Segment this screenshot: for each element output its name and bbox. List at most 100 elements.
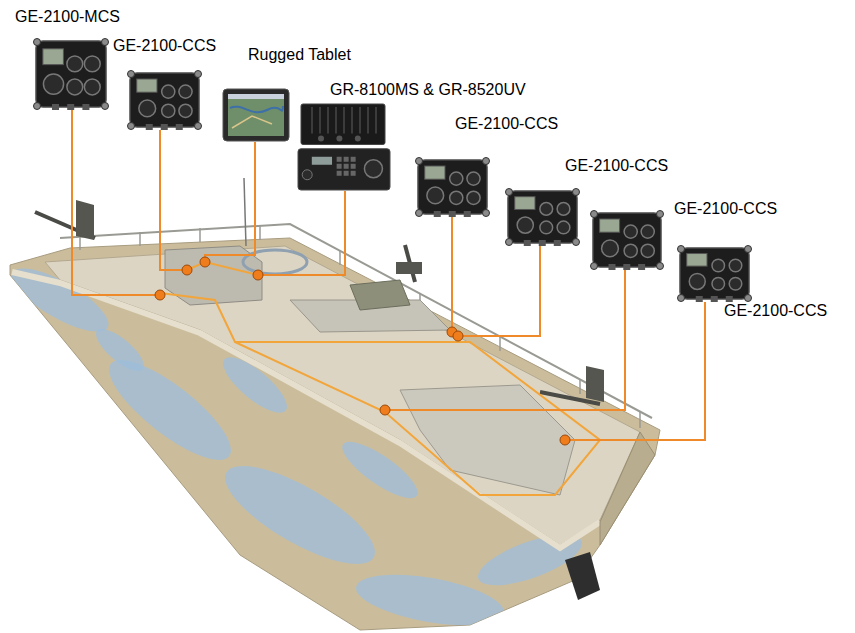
device-connector bbox=[623, 264, 630, 270]
rail-post bbox=[639, 412, 641, 428]
device-knob bbox=[540, 221, 553, 234]
device-knob bbox=[540, 203, 553, 216]
device-knob bbox=[467, 191, 480, 204]
device-bolt bbox=[657, 263, 664, 270]
leader-line bbox=[458, 246, 540, 336]
leader-line bbox=[160, 130, 187, 270]
device-bolt bbox=[573, 239, 580, 246]
intercom-unit bbox=[127, 70, 202, 130]
device-screen bbox=[137, 79, 157, 92]
device-node: GR-8100MS & GR-8520UV bbox=[298, 80, 526, 191]
device-node: GE-2100-MCS bbox=[15, 7, 120, 110]
device-knob bbox=[162, 85, 175, 98]
deck bbox=[45, 246, 640, 545]
device-node: GE-2100-CCS bbox=[113, 36, 216, 130]
tablet-map bbox=[230, 106, 283, 112]
radio-key bbox=[337, 171, 342, 176]
device-knob bbox=[84, 56, 100, 72]
device-label: GE-2100-MCS bbox=[15, 7, 120, 26]
device-connector bbox=[464, 211, 471, 217]
device-label: GE-2100-CCS bbox=[113, 36, 216, 55]
mount-point bbox=[560, 435, 570, 445]
rail-post bbox=[339, 251, 341, 265]
device-knob bbox=[139, 100, 156, 117]
device-connector bbox=[161, 124, 168, 130]
device-connector bbox=[711, 296, 718, 302]
device-label: GR-8100MS & GR-8520UV bbox=[330, 80, 526, 99]
radio-display bbox=[312, 157, 332, 165]
rail-post bbox=[499, 337, 501, 351]
leader-line bbox=[205, 142, 255, 262]
device-connector bbox=[434, 211, 441, 217]
radio-top-unit bbox=[301, 104, 385, 144]
radio-fin bbox=[327, 107, 329, 133]
radio-fin bbox=[311, 107, 313, 133]
device-screen bbox=[600, 219, 620, 232]
device-knob bbox=[689, 274, 705, 290]
device-knob bbox=[641, 244, 654, 257]
device-knob bbox=[624, 225, 637, 238]
stern-gun-shield bbox=[586, 366, 604, 402]
device-bolt bbox=[483, 210, 490, 217]
device-connector bbox=[146, 124, 153, 130]
device-bolt bbox=[657, 211, 664, 218]
radio-key bbox=[337, 164, 342, 169]
deck-wiring bbox=[187, 262, 258, 275]
leader-line bbox=[565, 302, 705, 440]
radio-key bbox=[344, 157, 349, 162]
device-bolt bbox=[678, 246, 685, 253]
device-knob bbox=[712, 277, 725, 290]
radio-device bbox=[298, 103, 390, 191]
device-bolt bbox=[195, 71, 202, 78]
tablet-map bbox=[232, 116, 272, 128]
device-knob bbox=[67, 79, 83, 95]
tablet-frame bbox=[223, 89, 289, 141]
device-label: GE-2100-CCS bbox=[724, 301, 827, 320]
device-connector bbox=[52, 104, 59, 110]
device-knob bbox=[729, 259, 742, 272]
device-knob bbox=[624, 244, 637, 257]
device-bolt bbox=[102, 39, 109, 46]
radio-port bbox=[318, 135, 324, 141]
device-label: GE-2100-CCS bbox=[565, 156, 668, 175]
rail bbox=[60, 224, 652, 418]
intercom-unit bbox=[33, 38, 109, 110]
hull bbox=[10, 238, 660, 630]
leader-line bbox=[258, 191, 345, 275]
rail-post bbox=[579, 380, 581, 394]
intercom-unit bbox=[505, 188, 580, 246]
leader-line bbox=[385, 270, 625, 410]
device-label: GE-2100-CCS bbox=[674, 199, 777, 218]
device-bolt bbox=[128, 71, 135, 78]
device-connector bbox=[449, 211, 456, 217]
device-bolt bbox=[416, 158, 423, 165]
device-bolt bbox=[483, 158, 490, 165]
camouflage bbox=[3, 257, 639, 633]
radio-port bbox=[355, 135, 361, 141]
device-connector bbox=[554, 240, 561, 246]
device-knob bbox=[641, 225, 654, 238]
radio-port bbox=[336, 135, 342, 141]
crate bbox=[350, 280, 410, 310]
device-housing bbox=[130, 73, 199, 127]
device-knob bbox=[43, 74, 63, 94]
radio-key bbox=[337, 157, 342, 162]
tablet-screen bbox=[228, 94, 284, 136]
device-housing bbox=[593, 213, 661, 267]
radio-fin bbox=[319, 107, 321, 133]
device-housing bbox=[418, 160, 487, 214]
radio-key bbox=[344, 164, 349, 169]
steering-wheel bbox=[243, 250, 307, 274]
mid-gun-body bbox=[396, 262, 422, 274]
rail-post bbox=[259, 226, 261, 240]
device-bolt bbox=[745, 295, 752, 302]
device-knob bbox=[729, 277, 742, 290]
device-bolt bbox=[678, 295, 685, 302]
radio-fin bbox=[367, 107, 369, 133]
intercom-unit bbox=[415, 157, 490, 217]
device-connector bbox=[609, 264, 616, 270]
radio-key bbox=[351, 164, 356, 169]
rail-post bbox=[139, 232, 141, 246]
device-housing bbox=[680, 248, 749, 299]
